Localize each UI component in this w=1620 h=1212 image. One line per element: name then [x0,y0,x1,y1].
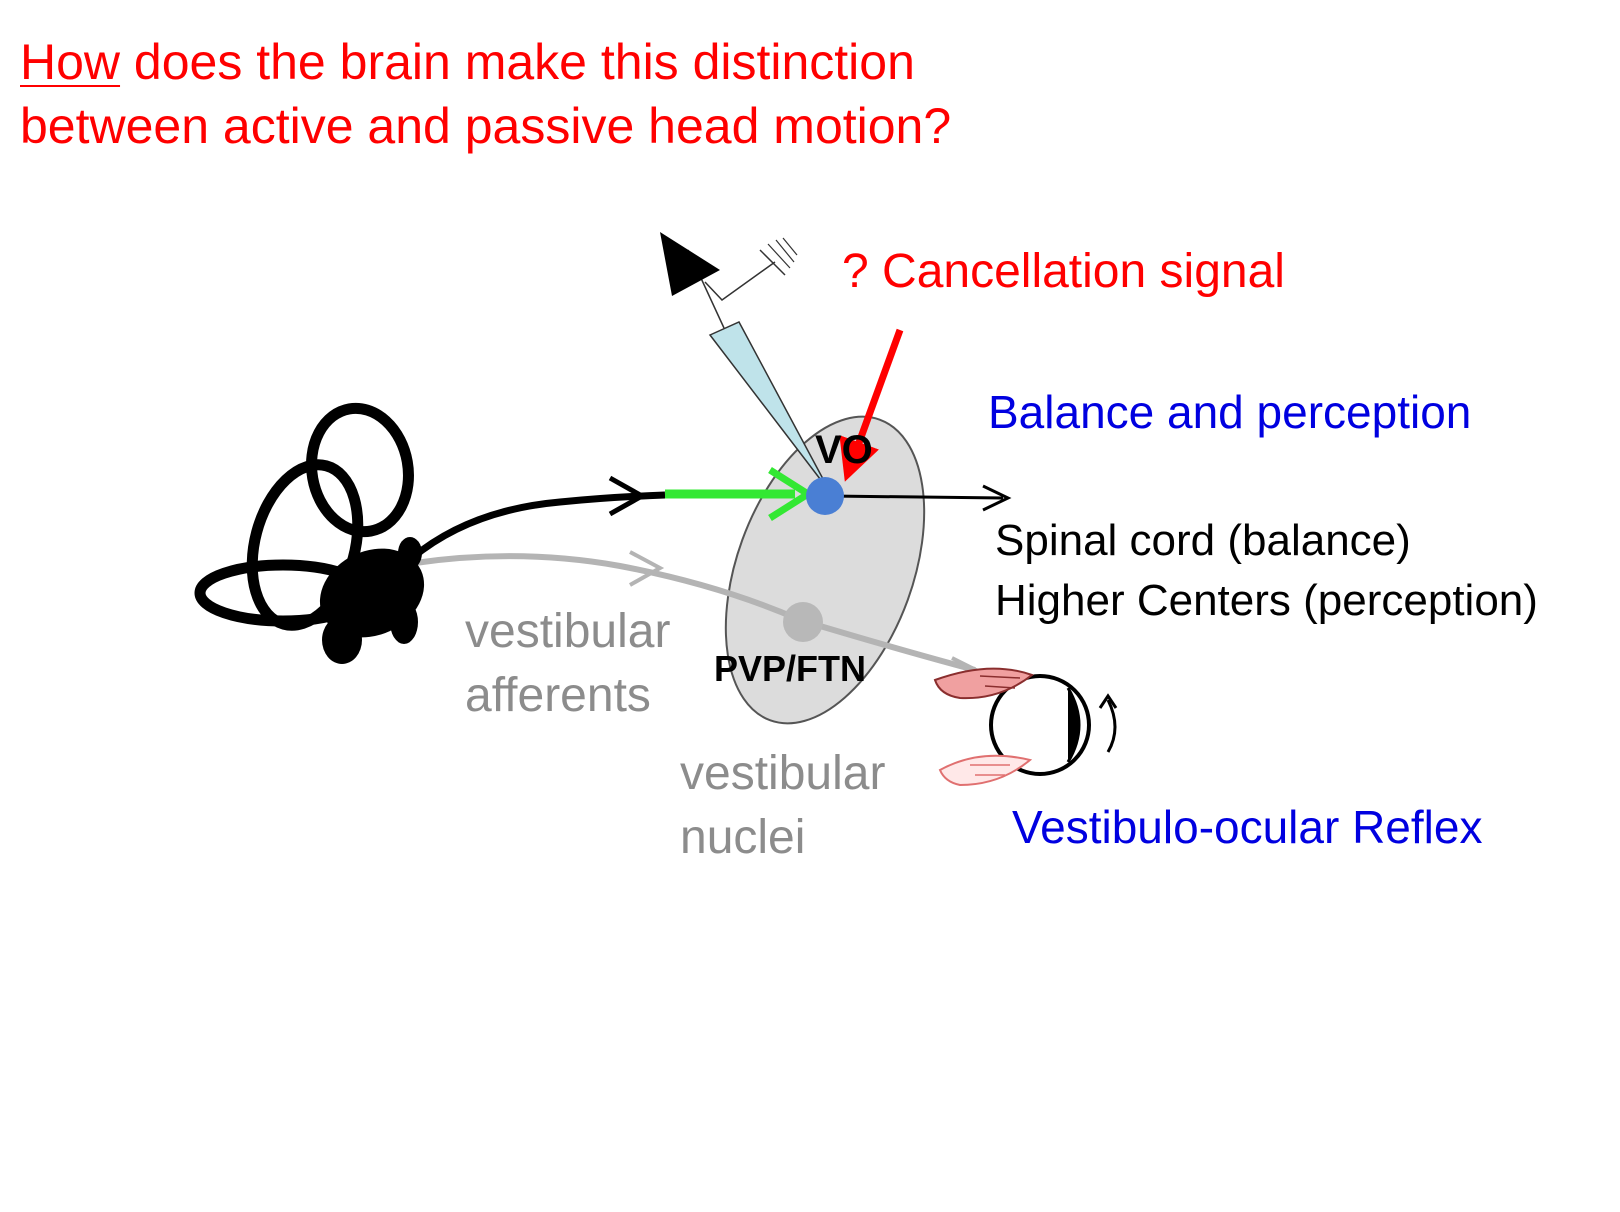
gray-afferent-path [414,553,976,673]
pvp-ftn-neuron [783,602,823,642]
output-line [829,494,1004,500]
question-line-1-rest: does the brain make this distinction [120,34,915,90]
cancellation-signal-label: ? Cancellation signal [842,245,1285,298]
vestibular-afferents-label-line-2: afferents [465,669,651,722]
higher-centers-label: Higher Centers (perception) [995,576,1538,625]
output-arrowhead [982,484,1012,512]
vestibular-afferents-label-line-1: vestibular [465,605,671,658]
spinal-cord-label: Spinal cord (balance) [995,516,1411,565]
question-line-1: How does the brain make this distinction [20,30,951,94]
vor-label: Vestibulo-ocular Reflex [1012,801,1483,853]
vestibular-nuclei-label-line-2: nuclei [680,811,806,864]
balance-perception-label: Balance and perception [988,386,1472,438]
vestibular-nuclei-label-line-1: vestibular [680,747,886,800]
question-line-2: between active and passive head motion? [20,98,952,154]
vo-label: VO [815,428,873,472]
eye-with-muscles-icon [933,667,1118,787]
black-afferent-path [409,491,666,561]
vestibular-labyrinth-icon [194,402,425,664]
cancellation-arrow [839,328,904,482]
pvp-ftn-label: PVP/FTN [714,648,867,689]
vo-neuron [806,477,844,515]
gray-afferent-chevron [629,550,665,587]
recording-electrode-icon [660,232,831,493]
black-afferent-chevron [608,475,648,517]
slide-question: How does the brain make this distinction… [20,30,951,158]
question-underlined-word: How [20,34,121,90]
